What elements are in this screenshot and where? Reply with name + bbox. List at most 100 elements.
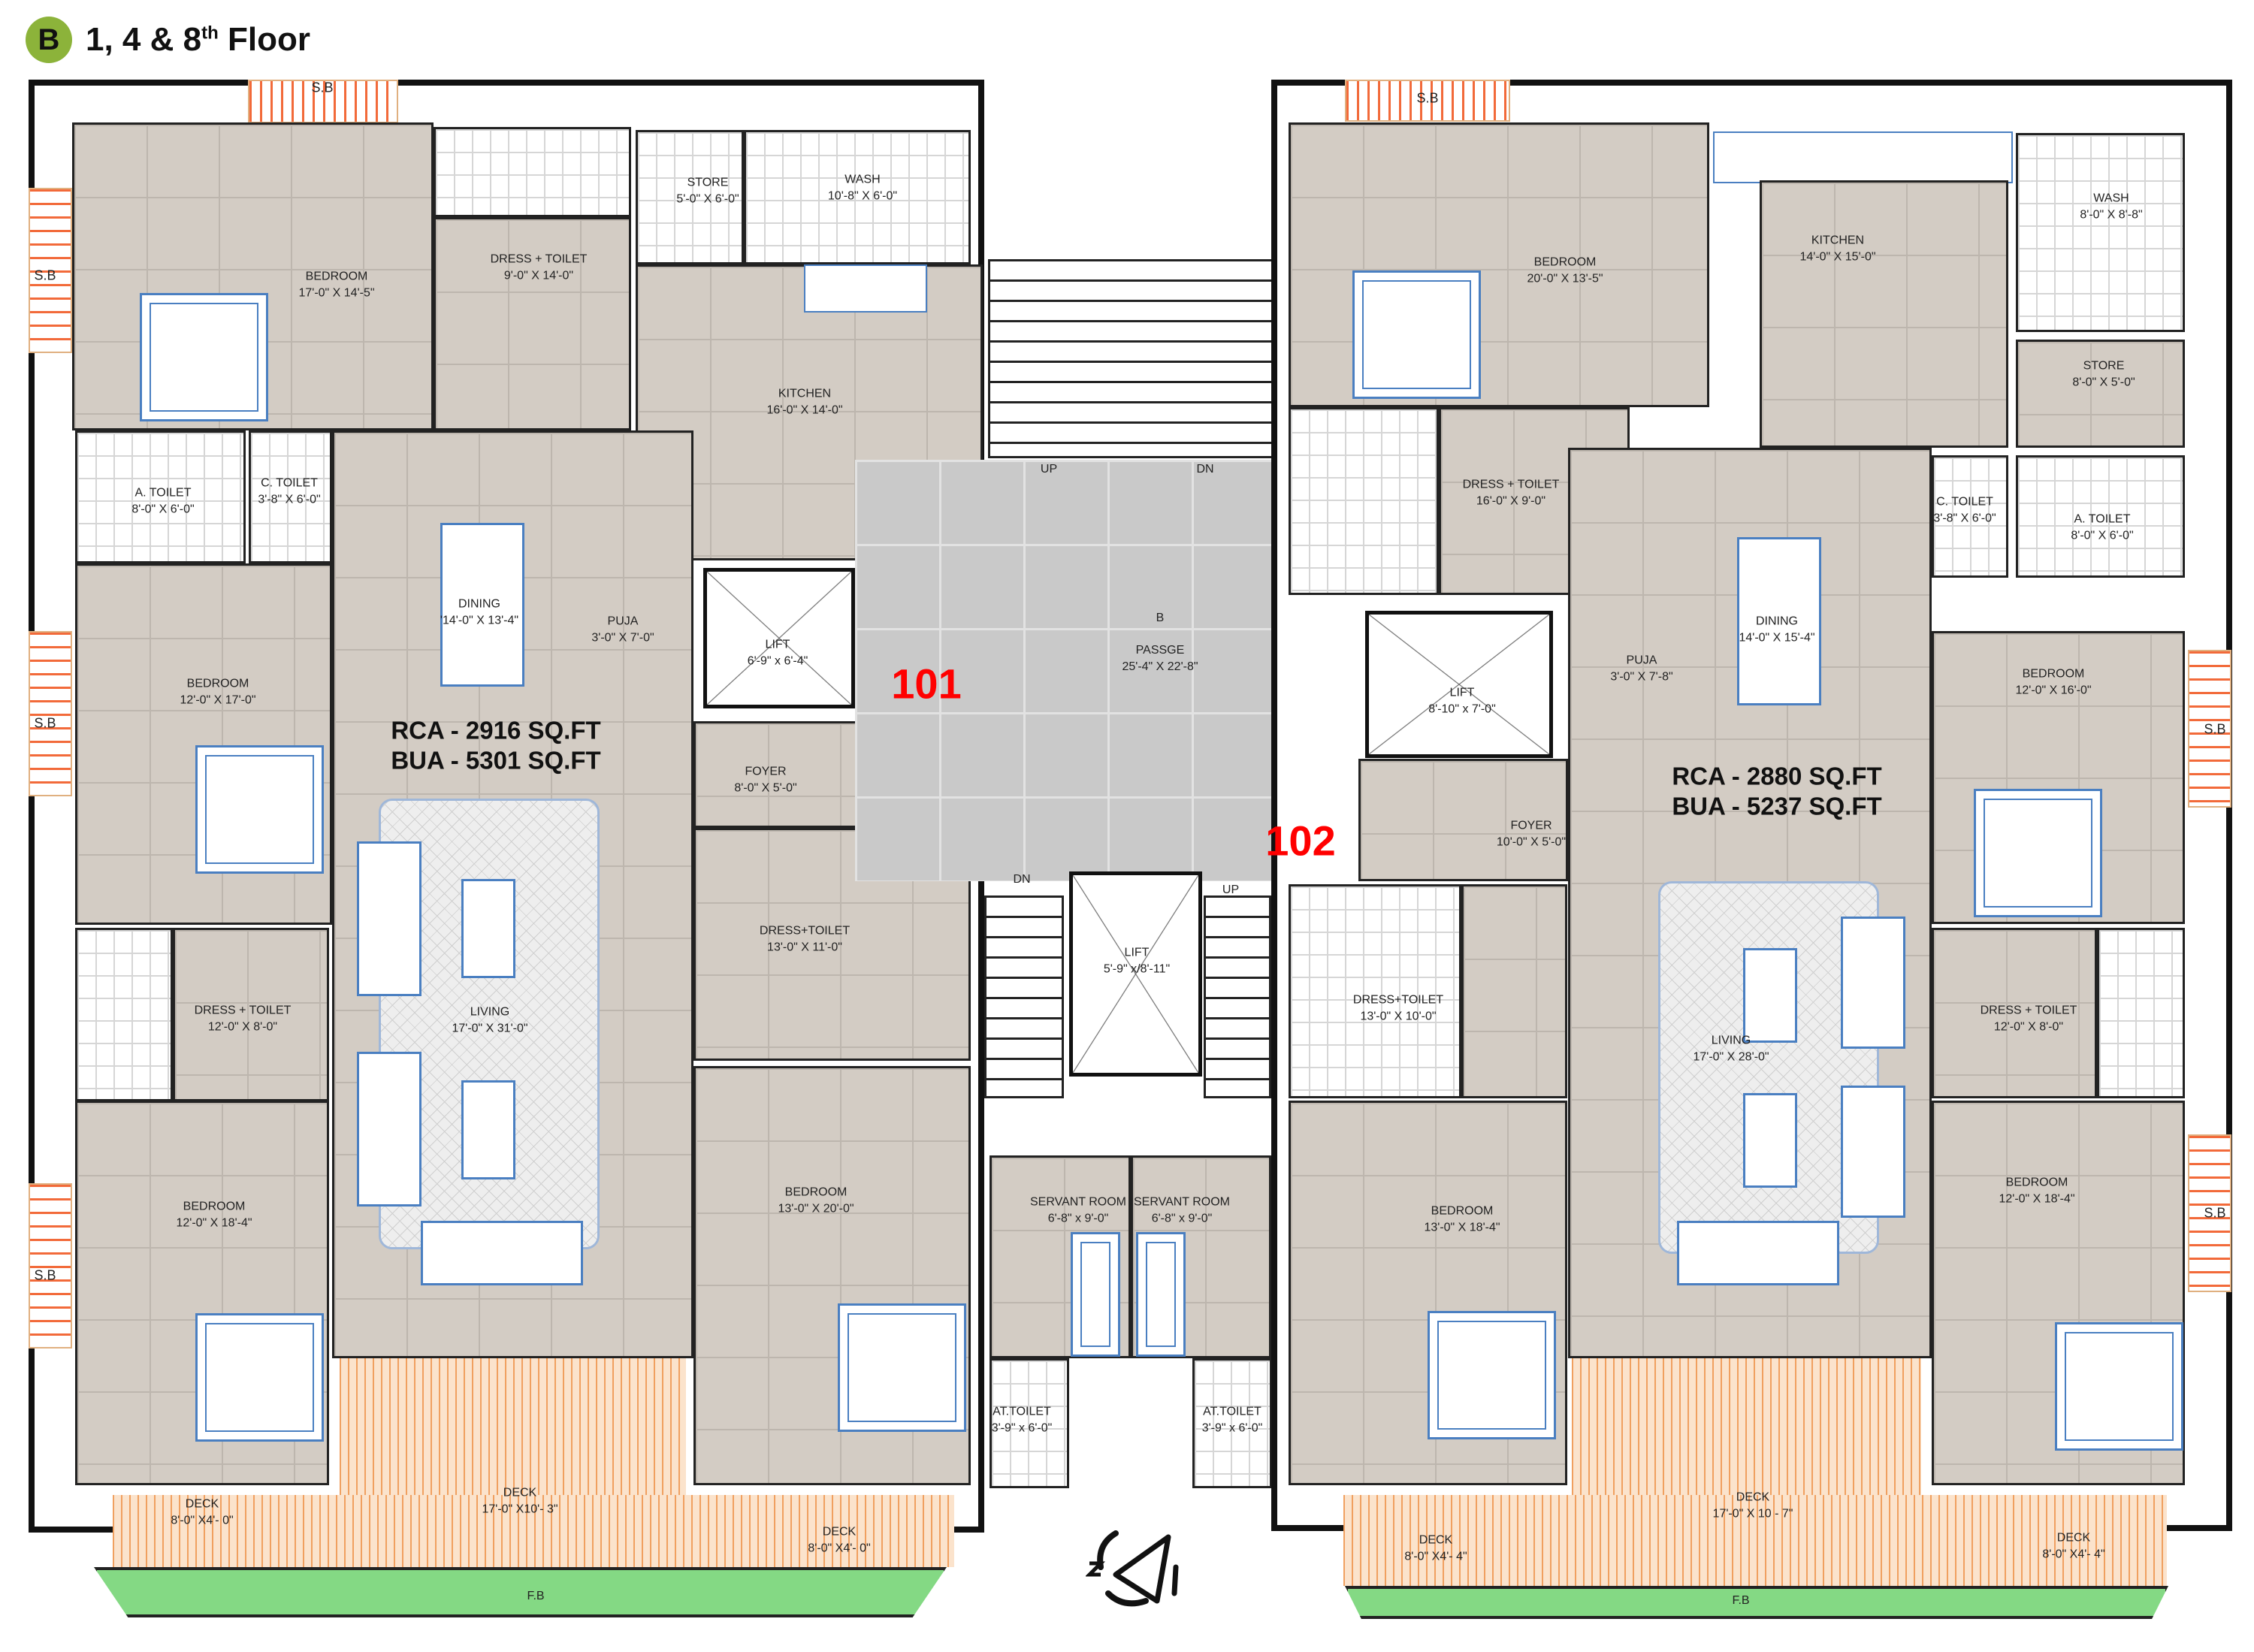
sun-balcony-right-2 bbox=[2188, 1134, 2231, 1292]
room-store-r bbox=[2016, 340, 2185, 448]
room-label: DECK 17'-0" X 10 - 7" bbox=[1713, 1489, 1793, 1521]
sofa bbox=[1677, 1221, 1839, 1285]
bed bbox=[1352, 270, 1481, 399]
label-text: 6'-8" x 9'-0" bbox=[1047, 1212, 1109, 1225]
room-dress-toilet-1 bbox=[434, 127, 631, 217]
flower-bed-102 bbox=[1345, 1586, 2168, 1619]
center-table bbox=[461, 1080, 515, 1179]
label-text: 14'-0" X 15'-0" bbox=[1799, 250, 1876, 263]
label-text: 10'-8" X 6'-0" bbox=[827, 189, 898, 202]
room-wash-r bbox=[2016, 133, 2185, 332]
room-a-toilet bbox=[75, 430, 246, 563]
label-text: 3'-9" x 6'-0" bbox=[991, 1421, 1053, 1434]
stairs-down-label: DN bbox=[1196, 463, 1214, 476]
lift-102 bbox=[1365, 611, 1553, 758]
label-text: 17'-0" X10'- 3" bbox=[482, 1503, 558, 1515]
label-text: A. TOILET bbox=[2074, 512, 2131, 526]
label-text: 8'-0" X 5'-0" bbox=[2072, 376, 2135, 388]
stairs-up-label: UP bbox=[1222, 883, 1240, 897]
sun-balcony-left-2 bbox=[29, 631, 72, 796]
label-text: 3'-0" X 7'-8" bbox=[1610, 670, 1673, 683]
label-text: 12'-0" X 18'-4" bbox=[176, 1216, 252, 1229]
room-c-toilet-r bbox=[1932, 455, 2008, 578]
label-text: BEDROOM bbox=[1431, 1204, 1494, 1218]
room-bedroom-1-r bbox=[1289, 122, 1709, 407]
dining-table bbox=[1737, 537, 1821, 705]
servant-bed bbox=[1071, 1232, 1120, 1357]
lift-core bbox=[1069, 871, 1202, 1077]
label-text: C. TOILET bbox=[1936, 495, 1993, 509]
center-table bbox=[1743, 948, 1797, 1043]
label-text: DRESS+TOILET bbox=[1352, 993, 1444, 1007]
sofa bbox=[1841, 1086, 1905, 1218]
servant-bed bbox=[1136, 1232, 1186, 1357]
room-dress-toilet-left-wet bbox=[75, 928, 173, 1101]
label-text: STORE bbox=[687, 176, 729, 189]
label-text: 16'-0" X 14'-0" bbox=[766, 403, 843, 416]
label-text: 12'-0" X 18'-4" bbox=[1999, 1192, 2075, 1205]
label-text: 12'-0" X 8'-0" bbox=[207, 1020, 278, 1033]
label-text: 8'-0" X4'- 0" bbox=[808, 1542, 871, 1554]
label-text: 17'-0" X 31'-0" bbox=[452, 1022, 528, 1034]
label-text: 3'-8" X 6'-0" bbox=[1933, 512, 1996, 524]
sb-label: S.B bbox=[1416, 90, 1439, 106]
bed bbox=[140, 293, 268, 421]
staircase-bottom-left bbox=[984, 895, 1064, 1098]
unit-number-101: 101 bbox=[891, 660, 962, 708]
sb-label: S.B bbox=[2204, 721, 2226, 737]
label-text: 8'-0" X4'- 4" bbox=[2042, 1548, 2105, 1560]
kitchen-counter bbox=[804, 264, 927, 313]
floor-title: B 1, 4 & 8th Floor bbox=[26, 17, 310, 63]
room-dress-lower-r bbox=[1461, 884, 1567, 1098]
label-text: DECK bbox=[1736, 1490, 1770, 1504]
label-text: DECK bbox=[2056, 1531, 2091, 1545]
label-text: LIVING bbox=[1711, 1034, 1751, 1047]
label-text: PASSGE bbox=[1135, 644, 1185, 657]
label-text: DECK bbox=[822, 1525, 857, 1539]
sun-balcony-left-3 bbox=[29, 1183, 72, 1348]
lift-101 bbox=[703, 568, 855, 708]
label-text: C. TOILET bbox=[261, 476, 318, 490]
room-label: DINING'14'-0" X 13'-4" bbox=[440, 596, 518, 628]
label-text: 12'-0" X 16'-0" bbox=[2015, 684, 2092, 696]
room-dress-toilet-right bbox=[1932, 928, 2097, 1098]
label-text: DRESS + TOILET bbox=[1980, 1004, 2077, 1017]
label-text: LIFT bbox=[1124, 946, 1150, 959]
label-text: WASH bbox=[844, 173, 881, 186]
sb-label: S.B bbox=[34, 1267, 56, 1283]
label-text: '14'-0" X 13'-4" bbox=[440, 614, 519, 627]
label-text: BEDROOM bbox=[186, 677, 249, 690]
deck-strip-102 bbox=[1343, 1495, 2167, 1586]
label-text: FOYER bbox=[1510, 819, 1552, 832]
label-text: 3'-8" X 6'-0" bbox=[258, 493, 321, 506]
fb-label: F.B bbox=[1732, 1594, 1750, 1608]
room-c-toilet bbox=[249, 430, 332, 563]
label-text: FOYER bbox=[745, 765, 787, 778]
label-text: BEDROOM bbox=[305, 270, 368, 283]
sb-label: S.B bbox=[2204, 1205, 2226, 1221]
fb-label: F.B bbox=[527, 1590, 545, 1603]
label-text: B bbox=[1156, 611, 1165, 624]
at-toilet-1 bbox=[990, 1358, 1069, 1488]
label-text: 14'-0" X 15'-4" bbox=[1739, 631, 1815, 644]
label-text: 17'-0" X 10 - 7" bbox=[1712, 1507, 1793, 1520]
label-text: PUJA bbox=[1626, 654, 1657, 667]
room-label: DECK 8'-0" X4'- 4" bbox=[2042, 1530, 2104, 1562]
label-text: DRESS+TOILET bbox=[759, 924, 851, 938]
label-text: KITCHEN bbox=[1811, 234, 1865, 247]
label-text: 20'-0" X 13'-5" bbox=[1527, 272, 1603, 285]
bed bbox=[1974, 789, 2102, 917]
label-text: 8'-0" X 8'-8" bbox=[2080, 208, 2143, 221]
